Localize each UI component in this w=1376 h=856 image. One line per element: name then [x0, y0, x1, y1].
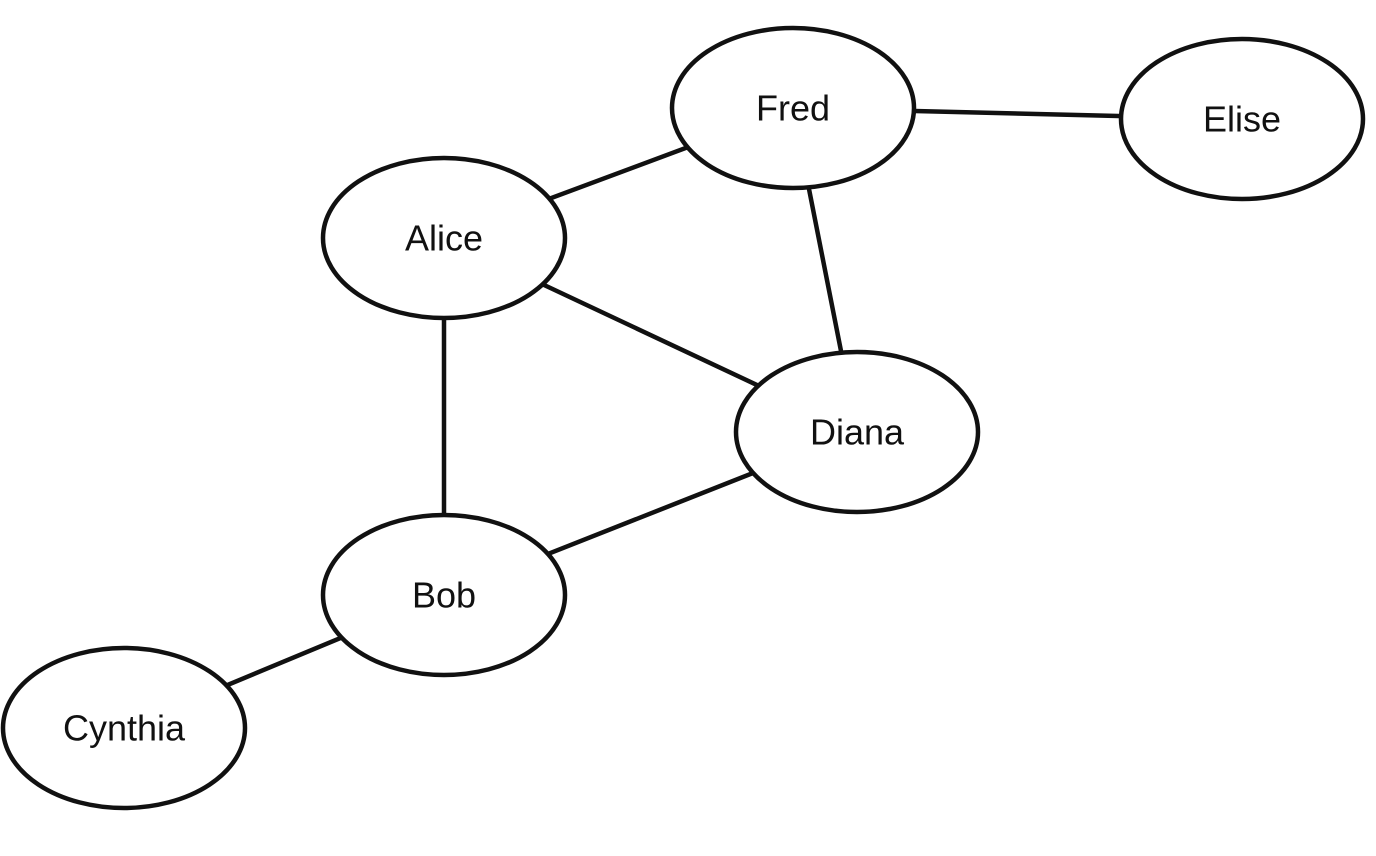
node-label: Cynthia — [63, 708, 186, 749]
node-ellipse — [0, 645, 248, 811]
node-label: Bob — [412, 575, 476, 616]
node-bob: Bob — [320, 512, 568, 678]
node-ellipse — [320, 155, 568, 321]
node-label: Diana — [810, 412, 905, 453]
node-label: Fred — [756, 88, 830, 129]
node-diana: Diana — [733, 349, 981, 515]
node-label: Alice — [405, 218, 483, 259]
node-ellipse — [669, 25, 917, 191]
node-alice: Alice — [320, 155, 568, 321]
node-cynthia: Cynthia — [0, 645, 248, 811]
node-ellipse — [1118, 36, 1366, 202]
node-ellipse — [320, 512, 568, 678]
node-fred: Fred — [669, 25, 917, 191]
node-ellipse — [733, 349, 981, 515]
node-elise: Elise — [1118, 36, 1366, 202]
edges-layer — [121, 105, 1245, 731]
node-label: Elise — [1203, 99, 1281, 140]
